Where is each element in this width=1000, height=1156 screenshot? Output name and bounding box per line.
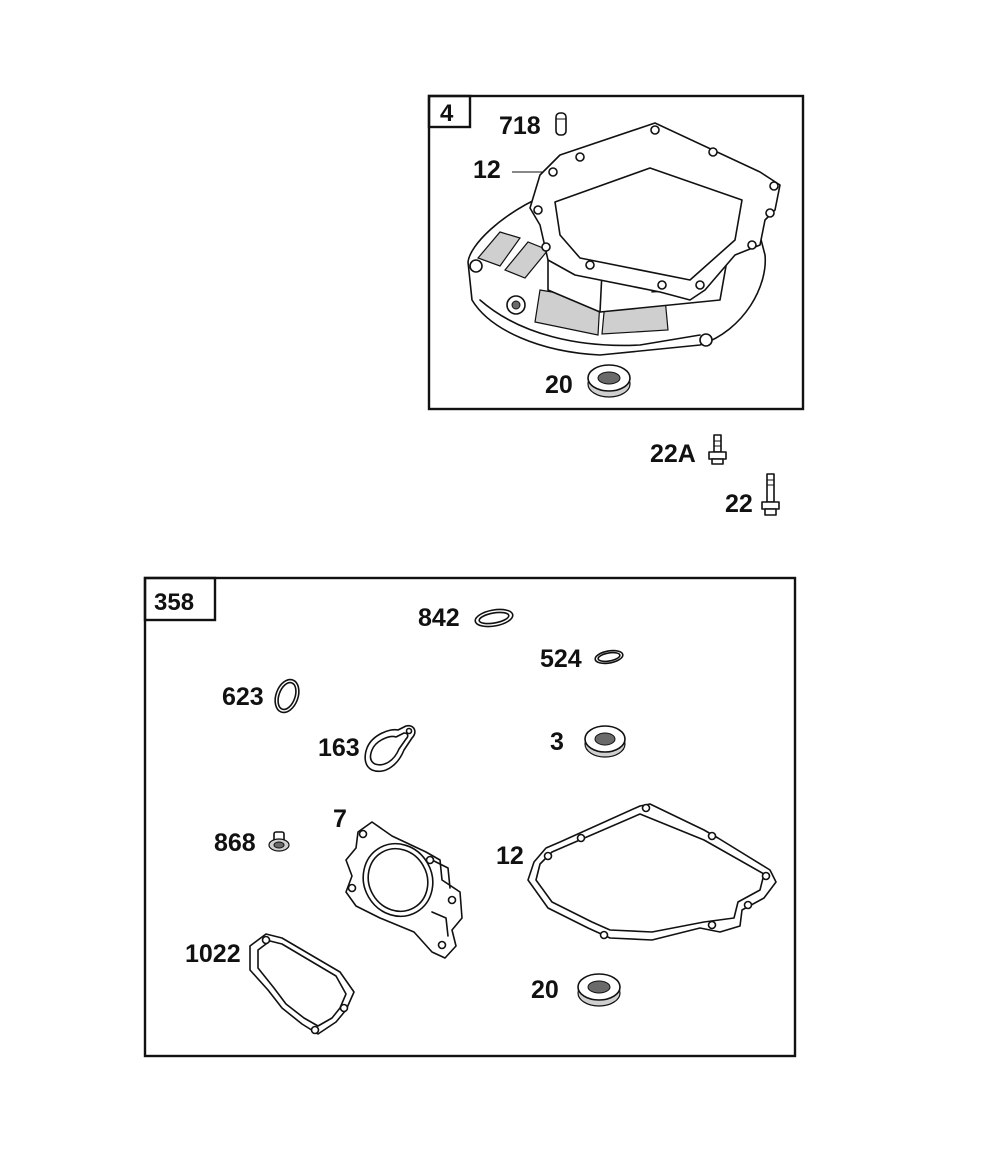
callout-163[interactable]: 163	[318, 734, 360, 762]
kit-358-frame	[143, 576, 797, 1058]
screw-long-part[interactable]	[761, 473, 780, 516]
oil-seal-20-part[interactable]	[577, 973, 621, 1007]
kit-4-frame	[427, 94, 805, 411]
callout-20-kit[interactable]: 20	[531, 976, 559, 1004]
loose-screws-group: 22A 22	[650, 434, 780, 518]
callout-7[interactable]: 7	[333, 805, 347, 833]
kit-358-label-box	[143, 576, 217, 622]
callout-12-sump[interactable]: 12	[473, 156, 501, 184]
callout-718[interactable]: 718	[499, 112, 541, 140]
head-gasket-7-part[interactable]	[345, 821, 463, 959]
callout-623[interactable]: 623	[222, 683, 264, 711]
kit-4-group: 4 718 12	[427, 94, 805, 411]
o-ring-842-part[interactable]	[474, 607, 514, 629]
callout-868[interactable]: 868	[214, 829, 256, 857]
callout-842[interactable]: 842	[418, 604, 460, 632]
dowel-pin-part[interactable]	[555, 112, 567, 136]
callout-22[interactable]: 22	[725, 490, 753, 518]
o-ring-623-part[interactable]	[271, 676, 303, 715]
sump-cover-part[interactable]	[467, 122, 781, 356]
o-ring-524-part[interactable]	[594, 649, 624, 666]
callout-524[interactable]: 524	[540, 645, 582, 673]
kit-358-group: 358 842 524 623 163 3	[143, 576, 797, 1058]
gasket-163-part[interactable]	[364, 724, 416, 772]
callout-3[interactable]: 3	[550, 728, 564, 756]
plug-868-part[interactable]	[268, 831, 290, 852]
kit-4-label: 4	[440, 100, 454, 127]
callout-20-sump[interactable]: 20	[545, 371, 573, 399]
oil-seal-3-part[interactable]	[584, 725, 626, 758]
callout-1022[interactable]: 1022	[185, 940, 241, 968]
kit-358-label: 358	[154, 589, 194, 616]
callout-12-kit[interactable]: 12	[496, 842, 524, 870]
callout-22a[interactable]: 22A	[650, 440, 696, 468]
cover-gasket-1022-part[interactable]	[249, 933, 355, 1035]
kit-4-label-box	[427, 94, 472, 129]
screw-short-part[interactable]	[708, 434, 727, 465]
sump-gasket-12-part[interactable]	[527, 803, 777, 941]
oil-seal-part[interactable]	[587, 364, 631, 398]
